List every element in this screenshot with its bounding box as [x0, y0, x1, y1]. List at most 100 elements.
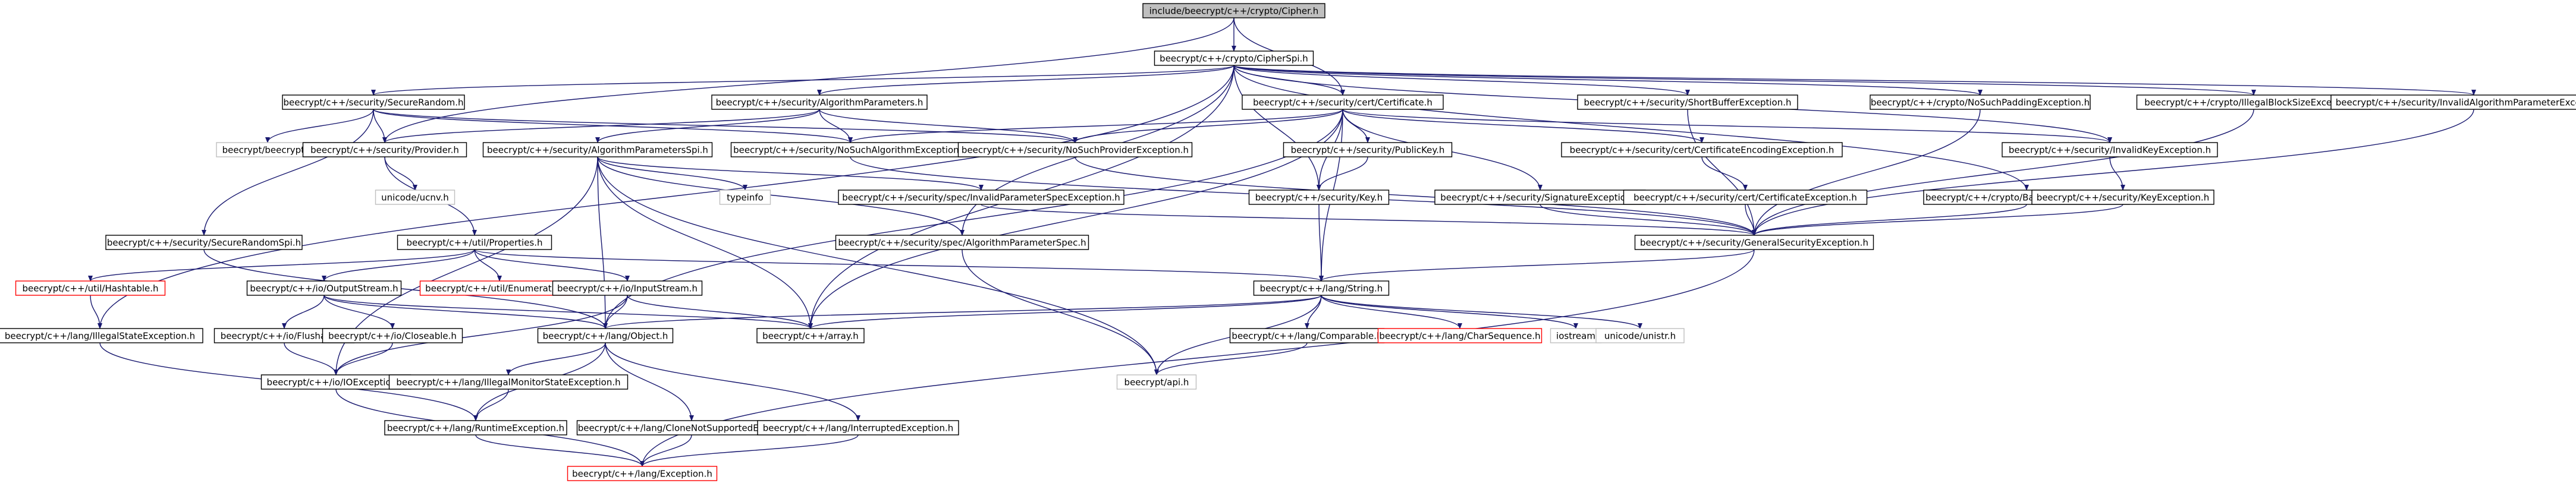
node-securerandom-label: beecrypt/c++/security/SecureRandom.h: [283, 97, 463, 108]
node-properties-label: beecrypt/c++/util/Properties.h: [406, 238, 542, 248]
edge-illegalblocksize-to-generalsecurity: [1752, 109, 2254, 236]
node-properties[interactable]: beecrypt/c++/util/Properties.h: [397, 235, 552, 250]
node-shortbuffer-box: [1577, 94, 1798, 110]
node-exception[interactable]: beecrypt/c++/lang/Exception.h: [567, 466, 718, 481]
node-keyexc-box: [2031, 190, 2214, 205]
node-securerandomspi-box: [105, 235, 303, 250]
node-invalidparamspec[interactable]: beecrypt/c++/security/spec/InvalidParame…: [838, 190, 1124, 205]
node-outputstream[interactable]: beecrypt/c++/io/OutputStream.h: [246, 280, 402, 296]
node-keyexc[interactable]: beecrypt/c++/security/KeyException.h: [2031, 190, 2214, 205]
node-outputstream-box: [246, 280, 402, 296]
node-comparable[interactable]: beecrypt/c++/lang/Comparable.h: [1229, 328, 1385, 343]
edge-securerandom-to-securerandomspi: [202, 109, 374, 236]
edge-algparamspi-to-invalidparamspec: [597, 156, 984, 191]
node-algparams[interactable]: beecrypt/c++/security/AlgorithmParameter…: [711, 94, 928, 110]
node-key[interactable]: beecrypt/c++/security/Key.h: [1248, 190, 1390, 205]
node-cipher[interactable]: include/beecrypt/c++/crypto/Cipher.h: [1142, 3, 1325, 18]
node-unicodeucnv-box: [375, 190, 455, 205]
edge-outputstream-to-flushable: [282, 295, 325, 329]
node-unistr: unicode/unistr.h: [1595, 328, 1685, 343]
node-clonenotsupported-label: beecrypt/c++/lang/CloneNotSupportedExcep…: [578, 423, 806, 434]
node-certencoding-label: beecrypt/c++/security/cert/CertificateEn…: [1570, 145, 1834, 156]
node-invalidalgparam[interactable]: beecrypt/c++/security/InvalidAlgorithmPa…: [2330, 94, 2576, 110]
node-iostream-box: [1550, 328, 1602, 343]
node-illegalstate-label: beecrypt/c++/lang/IllegalStateException.…: [5, 331, 195, 342]
edge-algparamspi-to-array: [597, 156, 813, 329]
node-flushable-label: beecrypt/c++/io/Flushable.h: [221, 331, 348, 342]
edge-properties-to-inputstream: [474, 249, 630, 282]
node-algparamspec[interactable]: beecrypt/c++/security/spec/AlgorithmPara…: [835, 235, 1089, 250]
node-closeable[interactable]: beecrypt/c++/io/Closeable.h: [322, 328, 463, 343]
node-generalsecurity[interactable]: beecrypt/c++/security/GeneralSecurityExc…: [1634, 235, 1874, 250]
node-hashtable[interactable]: beecrypt/c++/util/Hashtable.h: [15, 280, 166, 296]
edge-cipherspi-to-illegalstate: [98, 65, 1234, 329]
node-certencoding-box: [1561, 142, 1843, 157]
node-securerandomspi-label: beecrypt/c++/security/SecureRandomSpi.h: [107, 238, 301, 248]
node-object-label: beecrypt/c++/lang/Object.h: [543, 331, 668, 342]
node-shortbuffer-label: beecrypt/c++/security/ShortBufferExcepti…: [1584, 97, 1792, 108]
node-nosuchpadding[interactable]: beecrypt/c++/crypto/NoSuchPaddingExcepti…: [1870, 94, 2091, 110]
node-iostream: iostream: [1550, 328, 1602, 343]
node-provider[interactable]: beecrypt/c++/security/Provider.h: [302, 142, 467, 157]
edge-outputstream-to-array: [323, 295, 813, 329]
edge-signatureexc-to-generalsecurity: [1540, 204, 1757, 236]
node-nosuchalg[interactable]: beecrypt/c++/security/NoSuchAlgorithmExc…: [730, 142, 970, 157]
edge-invalidalgparam-to-generalsecurity: [1752, 109, 2474, 236]
node-invalidkey-label: beecrypt/c++/security/InvalidKeyExceptio…: [2009, 145, 2211, 156]
node-typeinfo-box: [719, 190, 771, 205]
edge-string-to-object: [603, 295, 1322, 329]
node-illegalmonitor[interactable]: beecrypt/c++/lang/IllegalMonitorStateExc…: [388, 374, 629, 390]
node-hashtable-box: [15, 280, 166, 296]
edge-interrupted-to-exception: [640, 434, 859, 467]
edge-cipherspi-to-nosuchpadding: [1233, 65, 1983, 96]
edge-securerandom-to-provider: [373, 109, 387, 143]
node-signatureexc[interactable]: beecrypt/c++/security/SignatureException…: [1434, 190, 1646, 205]
node-interrupted[interactable]: beecrypt/c++/lang/InterruptedException.h: [757, 420, 959, 435]
node-securerandom[interactable]: beecrypt/c++/security/SecureRandom.h: [282, 94, 465, 110]
edge-string-to-unistr: [1321, 295, 1642, 329]
edge-nosuchpadding-to-generalsecurity: [1752, 109, 1981, 236]
node-illegalblocksize-label: beecrypt/c++/crypto/IllegalBlockSizeExce…: [2144, 97, 2363, 108]
node-array[interactable]: beecrypt/c++/array.h: [756, 328, 865, 343]
edge-provider-to-unicodeucnv: [384, 156, 417, 191]
node-nosuchprovider[interactable]: beecrypt/c++/security/NoSuchProviderExce…: [957, 142, 1193, 157]
node-securerandomspi[interactable]: beecrypt/c++/security/SecureRandomSpi.h: [105, 235, 303, 250]
node-certexc-box: [1623, 190, 1868, 205]
node-string[interactable]: beecrypt/c++/lang/String.h: [1253, 280, 1390, 296]
node-ioexception[interactable]: beecrypt/c++/io/IOException.h: [260, 374, 411, 390]
node-inputstream-label: beecrypt/c++/io/InputStream.h: [557, 283, 698, 294]
node-generalsecurity-box: [1634, 235, 1874, 250]
node-securerandom-box: [282, 94, 465, 110]
edge-securerandom-to-beecrypth: [265, 109, 374, 143]
node-invalidkey[interactable]: beecrypt/c++/security/InvalidKeyExceptio…: [2002, 142, 2218, 157]
node-charsequence[interactable]: beecrypt/c++/lang/CharSequence.h: [1377, 328, 1543, 343]
node-certencoding[interactable]: beecrypt/c++/security/cert/CertificateEn…: [1561, 142, 1843, 157]
node-typeinfo-label: typeinfo: [727, 192, 764, 203]
node-illegalstate[interactable]: beecrypt/c++/lang/IllegalStateException.…: [0, 328, 203, 343]
node-apih-label: beecrypt/api.h: [1124, 377, 1189, 388]
node-runtimeexc[interactable]: beecrypt/c++/lang/RuntimeException.h: [384, 420, 567, 435]
edge-properties-to-outputstream: [322, 249, 475, 282]
edge-certencoding-to-certexc: [1701, 156, 1748, 191]
node-cipherspi[interactable]: beecrypt/c++/crypto/CipherSpi.h: [1154, 50, 1314, 66]
node-object[interactable]: beecrypt/c++/lang/Object.h: [537, 328, 674, 343]
edge-cipherspi-to-shortbuffer: [1233, 65, 1690, 96]
node-typeinfo: typeinfo: [719, 190, 771, 205]
node-runtimeexc-label: beecrypt/c++/lang/RuntimeException.h: [387, 423, 564, 434]
node-beecrypth-box: [216, 142, 319, 157]
node-provider-box: [302, 142, 467, 157]
node-certificate[interactable]: beecrypt/c++/security/cert/Certificate.h: [1242, 94, 1444, 110]
edge-key-to-string: [1318, 204, 1324, 282]
node-inputstream[interactable]: beecrypt/c++/io/InputStream.h: [552, 280, 703, 296]
node-algparamspi[interactable]: beecrypt/c++/security/AlgorithmParameter…: [482, 142, 713, 157]
node-certexc[interactable]: beecrypt/c++/security/cert/CertificateEx…: [1623, 190, 1868, 205]
node-shortbuffer[interactable]: beecrypt/c++/security/ShortBufferExcepti…: [1577, 94, 1798, 110]
edge-properties-to-hashtable: [88, 249, 475, 282]
node-keyexc-label: beecrypt/c++/security/KeyException.h: [2037, 192, 2209, 203]
edge-string-to-array: [808, 295, 1322, 329]
node-beecrypth: beecrypt/beecrypt.h: [216, 142, 319, 157]
node-publickey[interactable]: beecrypt/c++/security/PublicKey.h: [1283, 142, 1453, 157]
edge-object-to-clonenotsupported: [605, 342, 694, 421]
edge-properties-to-enumeration: [474, 249, 502, 282]
